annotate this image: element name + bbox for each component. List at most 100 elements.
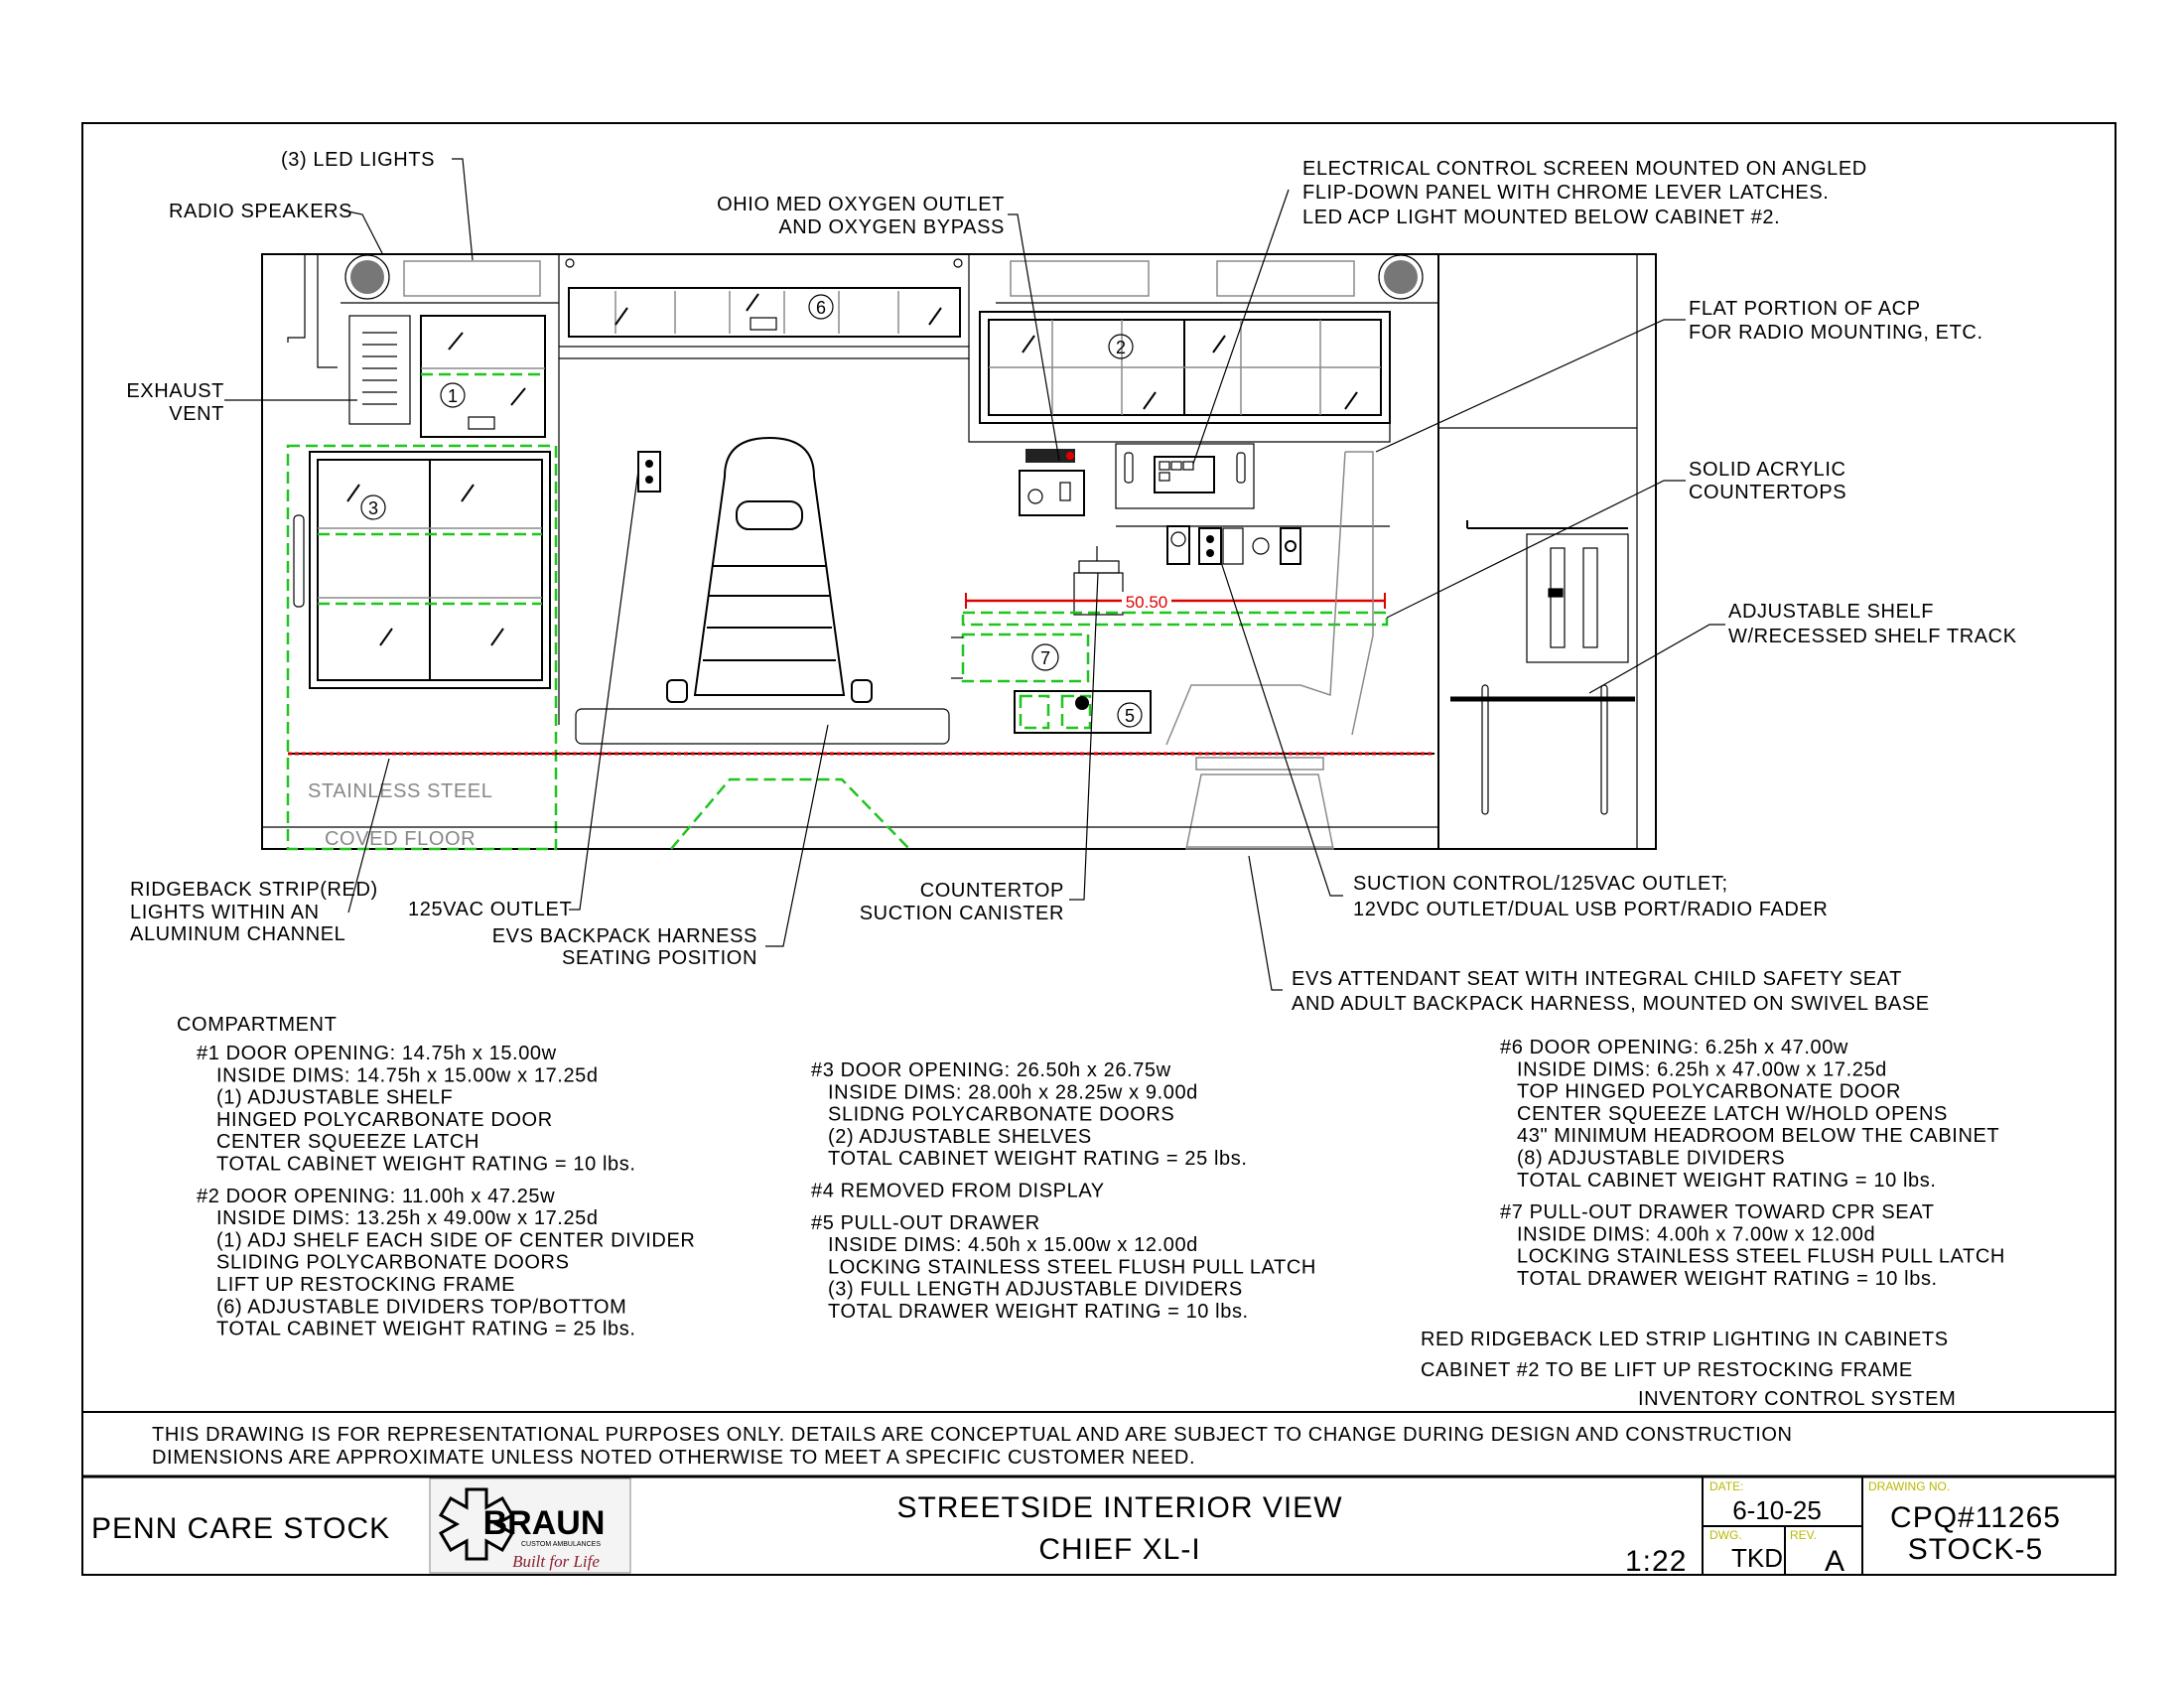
rev-value: A (1825, 1545, 1844, 1578)
coved-floor-label: COVED FLOOR (325, 828, 476, 850)
svg-text:Built for Life: Built for Life (512, 1552, 600, 1571)
spec-line: TOTAL CABINET WEIGHT RATING = 10 lbs. (1517, 1170, 1936, 1192)
rev-label: REV. (1790, 1528, 1817, 1542)
spec-heading: #7 PULL-OUT DRAWER TOWARD CPR SEAT (1500, 1201, 1935, 1223)
svg-text:BRAUN: BRAUN (483, 1504, 606, 1542)
drawer-5[interactable]: 5 (1014, 690, 1152, 734)
callout-countertops: SOLID ACRYLIC (1689, 459, 1846, 481)
sheet-border (81, 122, 2116, 1576)
model-name: CHIEF XL-I (1038, 1533, 1200, 1566)
control-screen[interactable] (1154, 456, 1215, 493)
led-light (1010, 260, 1150, 297)
spec-line: CENTER SQUEEZE LATCH (216, 1131, 479, 1153)
cabinet-3[interactable]: 3 (309, 451, 551, 689)
callout-led-lights: (3) LED LIGHTS (281, 149, 435, 171)
drawer-7[interactable]: 7 (951, 633, 1090, 683)
dwg-value: TKD (1731, 1543, 1783, 1573)
disclaimer: DIMENSIONS ARE APPROXIMATE UNLESS NOTED … (152, 1447, 1195, 1469)
callout-oxygen: AND OXYGEN BYPASS (778, 216, 1005, 238)
callout-evs-backpack: SEATING POSITION (562, 947, 757, 969)
callout-adjustable-shelf: ADJUSTABLE SHELF (1728, 601, 1934, 623)
spec-line: CENTER SQUEEZE LATCH W/HOLD OPENS (1517, 1103, 1948, 1125)
spec-line: 43" MINIMUM HEADROOM BELOW THE CABINET (1517, 1125, 1999, 1147)
wall-outline (261, 253, 1657, 850)
drawing-no-label: DRAWING NO. (1868, 1479, 1950, 1493)
callout-evs-backpack: EVS BACKPACK HARNESS (492, 925, 757, 947)
spec-line: TOTAL CABINET WEIGHT RATING = 25 lbs. (216, 1319, 635, 1340)
exhaust-vent (348, 315, 411, 425)
seat-platform (575, 708, 950, 745)
spec-line: INSIDE DIMS: 28.00h x 28.25w x 9.00d (828, 1081, 1198, 1103)
spec-line: (2) ADJUSTABLE SHELVES (828, 1126, 1092, 1148)
cabinet-2[interactable]: 2 (979, 311, 1391, 424)
spec-line: INSIDE DIMS: 13.25h x 49.00w x 17.25d (216, 1207, 599, 1229)
dimension-label: 50.50 (1126, 593, 1168, 612)
callout-attendant-seat: EVS ATTENDANT SEAT WITH INTEGRAL CHILD S… (1292, 968, 1902, 990)
callout-suction: SUCTION CONTROL/125VAC OUTLET; (1353, 873, 1728, 895)
dwg-label: DWG. (1709, 1528, 1742, 1542)
title-block: PENN CARE STOCK BRAUN CUSTOM AMBULANCES … (82, 1475, 2116, 1578)
callout-electrical: FLIP-DOWN PANEL WITH CHROME LEVER LATCHE… (1302, 182, 1829, 204)
callout-suction: 12VDC OUTLET/DUAL USB PORT/RADIO FADER (1353, 899, 1828, 920)
note: CABINET #2 TO BE LIFT UP RESTOCKING FRAM… (1421, 1359, 1913, 1381)
callout-attendant-seat: AND ADULT BACKPACK HARNESS, MOUNTED ON S… (1292, 993, 1930, 1015)
spec-line: LOCKING STAINLESS STEEL FLUSH PULL LATCH (1517, 1246, 2005, 1268)
callout-ridgeback: ALUMINUM CHANNEL (130, 923, 345, 945)
spec-heading: #1 DOOR OPENING: 14.75h x 15.00w (197, 1043, 557, 1064)
date-value: 6-10-25 (1732, 1495, 1822, 1525)
callouts: (3) LED LIGHTS RADIO SPEAKERS EXHAUST VE… (126, 149, 2016, 1015)
cabinet-number: 7 (1040, 648, 1050, 668)
spec-line: SLIDING POLYCARBONATE DOORS (216, 1252, 570, 1274)
svg-text:CUSTOM AMBULANCES: CUSTOM AMBULANCES (521, 1541, 601, 1548)
cabinet-1[interactable]: 1 (420, 315, 546, 438)
spec-heading: #2 DOOR OPENING: 11.00h x 47.25w (197, 1186, 555, 1207)
spec-line: TOTAL DRAWER WEIGHT RATING = 10 lbs. (828, 1301, 1249, 1323)
seat-floor-footprint (670, 777, 910, 850)
drawing-title: STREETSIDE INTERIOR VIEW (896, 1491, 1342, 1524)
leader-lines (224, 158, 1725, 991)
cabinet-number: 1 (448, 386, 458, 406)
spec-heading: #5 PULL-OUT DRAWER (811, 1212, 1040, 1234)
callout-outlet: 125VAC OUTLET (408, 899, 572, 920)
callout-ridgeback: RIDGEBACK STRIP(RED) (130, 879, 378, 901)
spec-heading: #4 REMOVED FROM DISPLAY (811, 1181, 1105, 1202)
spec-line: TOTAL CABINET WEIGHT RATING = 25 lbs. (828, 1148, 1247, 1170)
customer-name: PENN CARE STOCK (91, 1512, 390, 1545)
switch-panel-buttons (1548, 547, 1598, 648)
spec-line: (1) ADJ SHELF EACH SIDE OF CENTER DIVIDE… (216, 1229, 695, 1251)
callout-electrical: ELECTRICAL CONTROL SCREEN MOUNTED ON ANG… (1302, 158, 1867, 180)
spec-line: (8) ADJUSTABLE DIVIDERS (1517, 1148, 1785, 1170)
evs-seat (666, 436, 873, 703)
cabinet-6[interactable]: 6 (568, 287, 961, 338)
switch-panel (1526, 533, 1629, 663)
cabinet-number: 3 (368, 498, 378, 518)
cabinet-3-handle (293, 514, 305, 608)
oxygen-outlet (1019, 470, 1085, 516)
cabinet-number: 2 (1116, 338, 1126, 357)
callout-oxygen: OHIO MED OXYGEN OUTLET (717, 194, 1005, 215)
note: RED RIDGEBACK LED STRIP LIGHTING IN CABI… (1421, 1329, 1949, 1350)
radio-speaker (1378, 254, 1424, 300)
callout-adjustable-shelf: W/RECESSED SHELF TRACK (1728, 626, 2017, 647)
electrical-control-panel[interactable] (1115, 443, 1255, 509)
125vac-outlet (637, 451, 661, 492)
callout-canister: SUCTION CANISTER (860, 903, 1064, 924)
spec-line: (3) FULL LENGTH ADJUSTABLE DIVIDERS (828, 1279, 1243, 1301)
spec-line: INSIDE DIMS: 4.50h x 15.00w x 12.00d (828, 1234, 1198, 1256)
spec-line: INSIDE DIMS: 4.00h x 7.00w x 12.00d (1517, 1223, 1875, 1245)
spec-line: INSIDE DIMS: 6.25h x 47.00w x 17.25d (1517, 1058, 1887, 1080)
drawing-number: CPQ#11265 (1890, 1501, 2061, 1534)
spec-line: SLIDNG POLYCARBONATE DOORS (828, 1104, 1174, 1126)
scale: 1:22 (1625, 1545, 1687, 1578)
spec-line: LIFT UP RESTOCKING FRAME (216, 1274, 515, 1296)
radio-speaker (344, 254, 390, 300)
cabinet-3-outline (286, 444, 558, 851)
suction-control-panel[interactable] (1166, 525, 1301, 565)
callout-flat-portion: FOR RADIO MOUNTING, ETC. (1689, 322, 1983, 344)
spec-line: (1) ADJUSTABLE SHELF (216, 1087, 453, 1109)
spec-line: TOP HINGED POLYCARBONATE DOOR (1517, 1081, 1901, 1103)
cabinet-6-shelf (558, 346, 970, 359)
